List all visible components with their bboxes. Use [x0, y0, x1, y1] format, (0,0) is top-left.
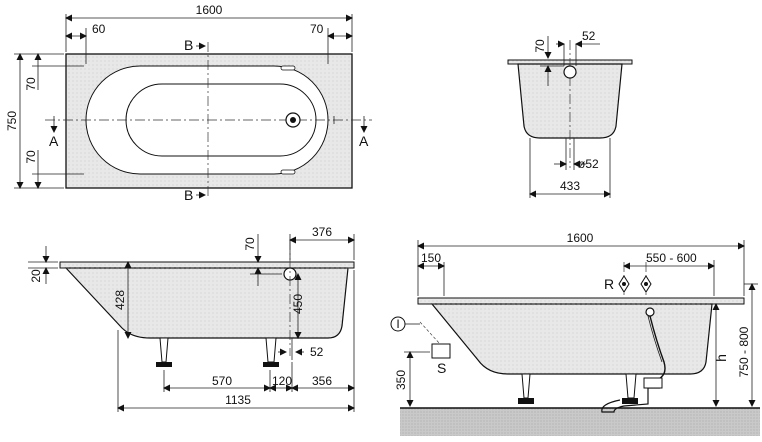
dim-top-side-upper: 70: [24, 77, 38, 91]
label-h: h: [713, 354, 729, 362]
dim-side-rim: 20: [29, 269, 43, 283]
dim-install-height-range: 750 - 800: [737, 326, 751, 377]
dim-side-376: 376: [312, 225, 332, 239]
dim-top-length: 1600: [196, 3, 223, 17]
overflow-hole-icon: [563, 65, 577, 79]
dim-install-length: 1600: [567, 231, 594, 245]
label-i: I: [396, 317, 399, 331]
dim-side-356: 356: [312, 374, 332, 388]
dim-section-hole: 52: [582, 29, 596, 43]
label-r: R: [604, 276, 614, 292]
dim-top-width: 750: [5, 111, 19, 131]
dim-side-120: 120: [272, 374, 292, 388]
section-b-top: B: [184, 37, 193, 53]
dim-top-right-inset: 70: [310, 22, 324, 36]
label-s: S: [437, 360, 446, 376]
section-a-left: A: [49, 133, 59, 149]
dim-side-1135: 1135: [225, 393, 251, 407]
grip-slot-upper-icon: [280, 65, 296, 71]
dim-section-rim: 70: [533, 39, 547, 53]
leg-left: [159, 337, 169, 363]
dim-side-570: 570: [212, 374, 232, 388]
tub-rim-install: [417, 297, 745, 305]
floor: [400, 408, 760, 436]
drain-center-icon: [290, 117, 296, 123]
leg-right: [265, 337, 277, 363]
dim-side-70: 70: [243, 237, 257, 251]
dim-side-52: 52: [310, 345, 324, 359]
leg-right-foot: [263, 362, 279, 367]
grip-slot-lower-icon: [280, 169, 296, 175]
dim-top-left-inset: 60: [92, 22, 106, 36]
supply-box: [431, 343, 451, 359]
dim-side-450: 450: [291, 294, 305, 314]
dim-install-range: 550 - 600: [646, 251, 697, 265]
section-a-right: A: [359, 133, 369, 149]
trap-pipe: [601, 387, 660, 413]
side-view: 20 70 376 428 450 52 570 120 356: [28, 225, 355, 412]
top-view: 1600 60 70 750 70 70 B B A A: [5, 3, 372, 203]
tub-rim-side: [59, 261, 355, 269]
dim-install-350: 350: [394, 370, 408, 390]
tub-body-side: [64, 267, 349, 339]
dim-section-drain: ø52: [578, 157, 599, 171]
dim-top-side-lower: 70: [24, 150, 38, 164]
section-b-bottom: B: [184, 187, 193, 203]
section-view: 70 52 ø52 433: [507, 29, 633, 198]
dim-install-150: 150: [421, 251, 441, 265]
install-view: R 1600 150 550 - 600 I S 350 h 750 - 800: [390, 231, 760, 436]
tub-body-install: [430, 303, 713, 375]
dim-side-depth: 428: [113, 290, 127, 310]
leg-left-foot: [156, 362, 172, 367]
dim-section-bottom: 433: [560, 179, 580, 193]
